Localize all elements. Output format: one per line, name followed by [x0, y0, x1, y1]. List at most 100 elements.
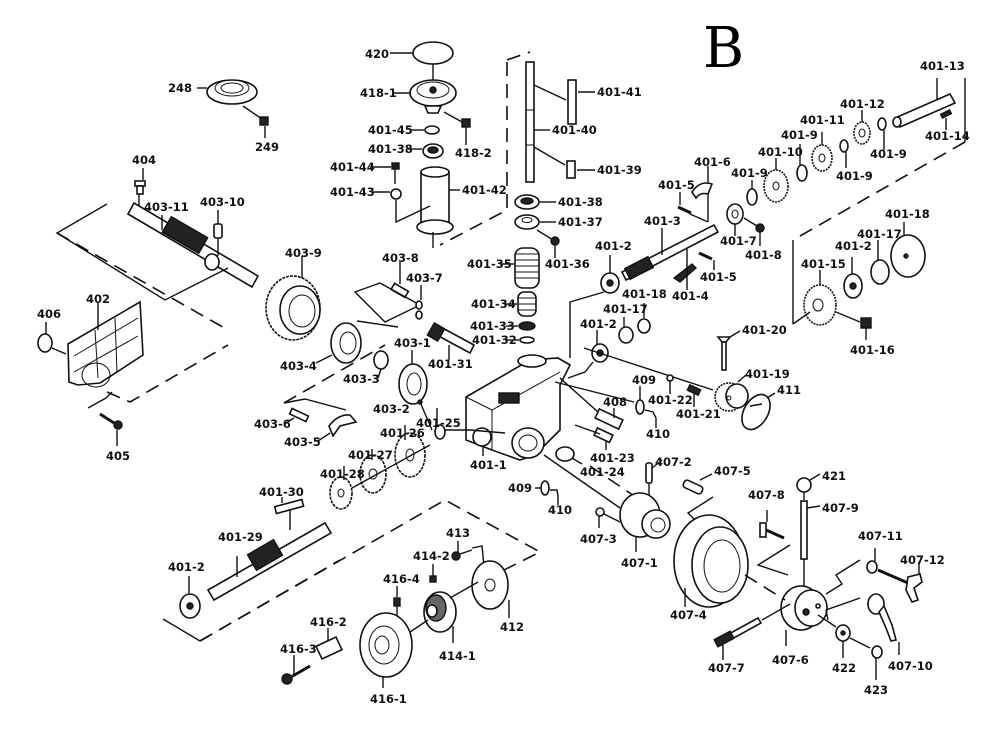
part-401-41-key — [533, 79, 595, 125]
label-416-1: 416-1 — [370, 692, 407, 706]
part-401-34-spring — [504, 291, 537, 317]
axis-line-housing-left — [469, 429, 506, 434]
part-401-15-gear — [792, 240, 837, 326]
part-405-screw — [87, 344, 229, 446]
label-403-6: 403-6 — [254, 417, 291, 431]
label-401-42: 401-42 — [462, 183, 507, 197]
part-402-cover-plate — [67, 300, 144, 388]
label-401-8: 401-8 — [745, 248, 782, 262]
part-401-1-gearbox-housing — [465, 354, 572, 461]
label-410-b: 410 — [548, 503, 572, 517]
label-401-27: 401-27 — [348, 448, 393, 462]
label-403-8: 403-8 — [382, 251, 419, 265]
part-401-28-gear — [329, 444, 431, 510]
label-403-4: 403-4 — [280, 359, 317, 373]
label-401-44: 401-44 — [330, 160, 375, 174]
label-401-38-upper: 401-38 — [368, 142, 413, 156]
label-407-6: 407-6 — [772, 653, 809, 667]
label-403-11: 403-11 — [144, 200, 189, 214]
part-401-38-bearing-upper — [408, 143, 444, 159]
label-401-37: 401-37 — [558, 215, 603, 229]
label-406: 406 — [37, 307, 61, 321]
label-403-3: 403-3 — [343, 372, 380, 386]
part-248-pulley — [197, 79, 269, 138]
label-401-25: 401-25 — [416, 416, 461, 430]
part-401-30-key — [273, 497, 305, 530]
label-407-4: 407-4 — [670, 608, 707, 622]
part-407-8-bolt — [756, 510, 791, 576]
label-409-b: 409 — [508, 481, 532, 495]
label-404: 404 — [132, 153, 156, 167]
label-411: 411 — [777, 383, 801, 397]
label-401-7: 401-7 — [720, 234, 757, 248]
part-401-23-pin — [574, 424, 614, 450]
label-416-2: 416-2 — [310, 615, 347, 629]
part-401-33-washer — [506, 321, 536, 331]
part-401-31-shaft — [426, 321, 476, 360]
part-414-1-dial — [423, 581, 479, 643]
label-421: 421 — [822, 469, 846, 483]
label-401-41: 401-41 — [597, 85, 642, 99]
label-401-3: 401-3 — [644, 214, 681, 228]
part-403-9-gear — [265, 256, 321, 341]
part-401-17-ring-a — [618, 317, 634, 344]
part-409-plate-b — [535, 480, 550, 496]
label-401-6: 401-6 — [694, 155, 731, 169]
label-403-2: 403-2 — [373, 402, 410, 416]
part-421-knob — [796, 473, 821, 500]
part-401-9-spacer-d — [877, 117, 887, 150]
label-408: 408 — [603, 395, 627, 409]
assembly-dashline-403-lower — [283, 344, 386, 404]
label-401-13: 401-13 — [920, 59, 965, 73]
label-401-2-c: 401-2 — [835, 239, 872, 253]
label-248: 248 — [168, 81, 192, 95]
label-403-7: 403-7 — [406, 271, 443, 285]
part-401-45-washer — [410, 125, 440, 135]
part-401-39-key — [533, 146, 595, 179]
label-401-24: 401-24 — [580, 465, 625, 479]
part-407-11-nut — [825, 548, 878, 595]
label-416-4: 416-4 — [383, 572, 420, 586]
part-401-29-worm-shaft — [206, 521, 333, 602]
label-407-1: 407-1 — [621, 556, 658, 570]
label-407-7: 407-7 — [708, 661, 745, 675]
label-401-9-d: 401-9 — [870, 147, 907, 161]
label-401-2-b: 401-2 — [580, 317, 617, 331]
part-401-32-oring — [506, 336, 535, 344]
label-401-9-c: 401-9 — [836, 169, 873, 183]
label-407-3: 407-3 — [580, 532, 617, 546]
label-401-5-b: 401-5 — [700, 270, 737, 284]
label-407-12: 407-12 — [900, 553, 945, 567]
label-407-10: 407-10 — [888, 659, 933, 673]
label-401-5-a: 401-5 — [658, 178, 695, 192]
part-401-42-sleeve — [395, 166, 460, 248]
label-410-a: 410 — [646, 427, 670, 441]
label-401-2-d: 401-2 — [168, 560, 205, 574]
label-401-14: 401-14 — [925, 129, 970, 143]
label-401-34: 401-34 — [471, 297, 516, 311]
label-401-28: 401-28 — [320, 467, 365, 481]
part-407-2-pin — [645, 459, 663, 495]
part-401-5-pin-a — [677, 192, 709, 223]
part-401-2-bearing-b — [567, 330, 609, 379]
part-407-5-pin — [682, 473, 714, 521]
label-401-1: 401-1 — [470, 458, 507, 472]
part-401-9-spacer-b — [796, 144, 808, 182]
part-401-21-spring — [686, 383, 702, 407]
part-401-20-bolt — [716, 330, 741, 371]
label-401-31: 401-31 — [428, 357, 473, 371]
part-407-12-thumbscrew — [877, 562, 923, 603]
label-407-5: 407-5 — [714, 464, 751, 478]
label-407-8: 407-8 — [748, 488, 785, 502]
part-403-6-pin — [283, 398, 347, 424]
part-407-4-collar — [673, 514, 749, 608]
part-409-plate-a — [554, 381, 645, 415]
label-401-38-lower: 401-38 — [558, 195, 603, 209]
part-401-35-spring — [500, 247, 540, 289]
label-401-9-b: 401-9 — [781, 128, 818, 142]
label-401-40: 401-40 — [552, 123, 597, 137]
part-403-11-shaft — [126, 201, 260, 289]
part-401-2-bearing-a — [569, 255, 620, 358]
label-403-1: 403-1 — [394, 336, 431, 350]
